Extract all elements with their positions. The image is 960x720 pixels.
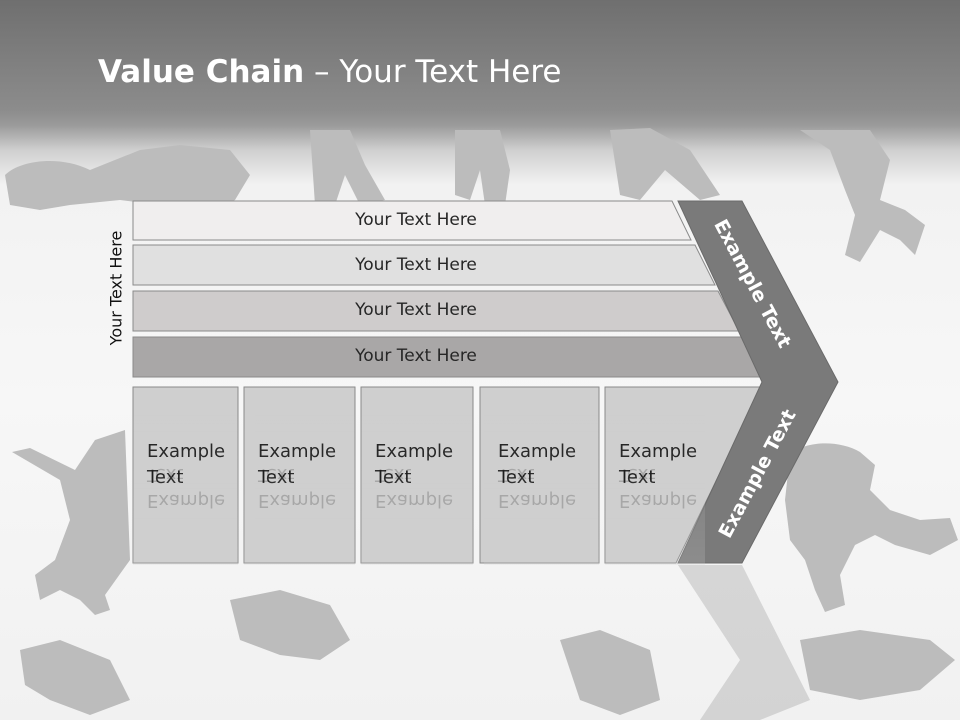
box-2-shape [243,386,356,564]
box-3-text: Example Text [375,441,454,488]
bar-1-label: Your Text Here [355,210,477,230]
box-1-text: Example Text [147,441,226,488]
box-5-text: Example Text [619,441,698,488]
box-5: Example Text [605,387,745,563]
box-5-shape [604,386,763,564]
bar-1: Your Text Here [133,201,693,240]
chevron-reflection [678,565,810,720]
box-3: Example Text [361,387,473,563]
bar-2-label: Your Text Here [355,255,477,275]
bar-3: Your Text Here [133,291,733,330]
box-4-text: Example Text [498,441,577,488]
chevron-shape [677,200,839,564]
bar-2: Your Text Here [133,246,713,285]
box-4-shape [479,386,600,564]
box-1-shape [132,386,239,564]
box-2-text: Example Text [258,441,337,488]
title-rest: – Your Text Here [304,54,562,90]
box-2: Example Text [244,387,355,563]
bar-4: Your Text Here [133,337,753,376]
bar-2-shape [132,244,716,286]
box-3-shape [360,386,474,564]
bar-1-shape [132,200,692,241]
bar-4-label: Your Text Here [355,346,477,366]
page-title: Value Chain – Your Text Here [98,54,561,90]
box-1: Example Text [133,387,238,563]
bar-3-label: Your Text Here [355,300,477,320]
title-bold: Value Chain [98,54,305,90]
box-4: Example Text [484,387,599,563]
